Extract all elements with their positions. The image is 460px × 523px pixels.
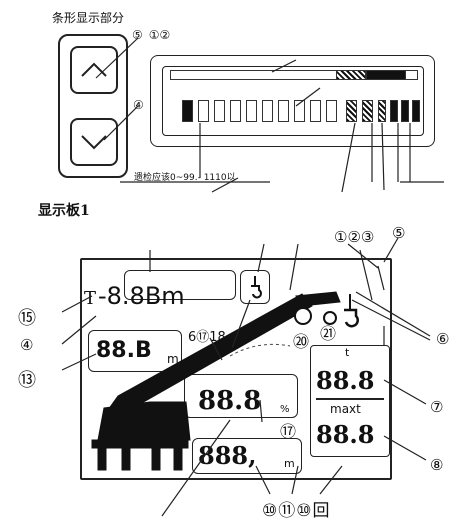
length-display	[192, 438, 302, 474]
hook-indicator	[240, 270, 270, 304]
max-label: maxt	[330, 402, 361, 416]
bar-top-strip	[170, 70, 418, 80]
bar-section-caption: 条形显示部分	[52, 11, 125, 25]
bar-segment	[401, 100, 409, 122]
bar-segment	[310, 100, 321, 122]
angle-display	[184, 374, 298, 418]
down-button[interactable]	[70, 118, 118, 166]
marker-13: ⑬	[18, 370, 36, 391]
angle-value: 88.8	[198, 386, 262, 416]
marker-12: ①②	[148, 28, 171, 42]
up-button[interactable]	[70, 46, 118, 94]
panel-title: 显示板1	[38, 203, 90, 219]
bar-top-fill	[366, 70, 406, 80]
length-unit: m	[284, 457, 295, 470]
rated-load-display	[310, 345, 390, 457]
divider-line	[316, 398, 384, 400]
bar-segment	[262, 100, 273, 122]
load-value: -8.8Bm	[98, 282, 185, 310]
radius-unit: m	[167, 352, 179, 366]
marker-4-lower: ④	[20, 336, 34, 354]
bar-segment	[198, 100, 209, 122]
radius-value: 88.B	[96, 338, 152, 363]
marker-5-lower: ⑤	[392, 224, 406, 242]
load-prefix: T	[84, 288, 97, 309]
marker-17: ⑰	[280, 422, 297, 441]
marker-123: ①②③	[334, 228, 375, 246]
circle-21: ㉑	[320, 324, 337, 343]
percent-unit: %	[280, 404, 290, 415]
marker-7: ⑦	[430, 398, 444, 416]
rated-title: t	[345, 346, 350, 359]
bar-segment	[230, 100, 241, 122]
marker-4-upper: ④	[133, 98, 144, 112]
radius-display	[88, 330, 182, 372]
chevron-down-icon	[81, 135, 107, 150]
circle-20: ⑳	[293, 332, 310, 351]
button-frame	[58, 34, 128, 178]
bar-segment	[326, 100, 337, 122]
bar-segment	[412, 100, 420, 122]
marker-5-12: ⑤ ①②	[132, 28, 170, 42]
bar-segment	[278, 100, 289, 122]
scale-label: 遗检应该0~99.- 1110以	[134, 173, 236, 183]
bottom-markers: ⑩⑪⑩回	[262, 501, 331, 521]
max-load-value: 88.8	[316, 420, 375, 449]
bar-segment	[378, 100, 386, 122]
bar-segment	[246, 100, 257, 122]
load-display	[124, 270, 236, 300]
marker-35: ⑤	[132, 28, 143, 42]
bar-segment	[346, 100, 357, 122]
bar-segment	[182, 100, 193, 122]
actual-load-value: 88.8	[316, 366, 375, 395]
bar-segment	[390, 100, 398, 122]
bar-segment	[294, 100, 305, 122]
marker-8: ⑧	[430, 456, 444, 474]
marker-6: ⑥	[436, 330, 450, 348]
bar-top-hatch	[336, 70, 366, 80]
length-value: 888,	[198, 441, 257, 470]
marker-15: ⑮	[18, 308, 36, 329]
bar-segment	[214, 100, 225, 122]
bar-segment	[362, 100, 373, 122]
